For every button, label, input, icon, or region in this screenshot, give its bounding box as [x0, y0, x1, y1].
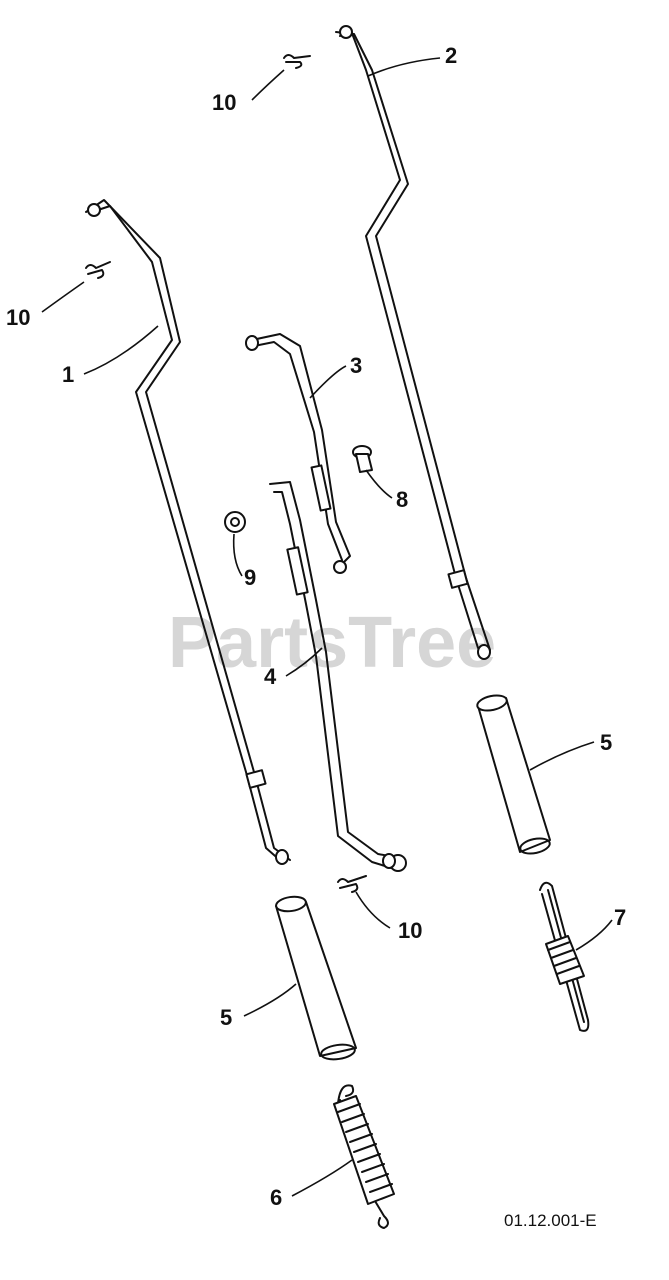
leader-1	[83, 325, 159, 375]
callout-7: 7	[614, 905, 626, 930]
leader-2	[367, 57, 441, 77]
leader-5b	[243, 983, 297, 1017]
leader-5a	[529, 741, 595, 771]
callout-5a: 5	[600, 730, 612, 755]
leader-6	[291, 1159, 353, 1197]
clip-part-10c[interactable]	[337, 875, 367, 893]
clip-part-10b[interactable]	[85, 261, 111, 279]
callout-5b: 5	[220, 1005, 232, 1030]
spring-part-6[interactable]	[333, 1084, 395, 1229]
watermark: PartsTree	[168, 603, 496, 683]
rod-part-2[interactable]	[335, 25, 491, 660]
callout-9: 9	[244, 565, 256, 590]
sleeve-part-5a[interactable]	[476, 693, 551, 856]
leader-10b	[41, 281, 85, 313]
callout-10c: 10	[398, 918, 422, 943]
document-code: 01.12.001-E	[504, 1211, 597, 1230]
callout-3: 3	[350, 353, 362, 378]
pin-part-8[interactable]	[352, 445, 373, 473]
leader-10c	[355, 891, 391, 929]
leader-8	[365, 469, 393, 499]
sleeve-part-5b[interactable]	[275, 895, 357, 1061]
callout-1: 1	[62, 362, 74, 387]
leader-10a	[251, 69, 285, 101]
link-part-4[interactable]	[269, 481, 407, 872]
nut-part-9[interactable]	[224, 511, 246, 533]
link-part-3[interactable]	[245, 333, 351, 574]
callout-10b: 10	[6, 305, 30, 330]
clip-part-10a[interactable]	[283, 54, 311, 69]
callout-10a: 10	[212, 90, 236, 115]
rod-part-1[interactable]	[85, 199, 291, 865]
leader-9	[232, 533, 243, 577]
callout-8: 8	[396, 487, 408, 512]
leader-4	[285, 647, 323, 677]
leader-7	[575, 919, 613, 951]
callout-4: 4	[264, 664, 277, 689]
leader-3	[309, 365, 347, 399]
callout-2: 2	[445, 43, 457, 68]
callout-6: 6	[270, 1185, 282, 1210]
spring-part-7[interactable]	[539, 881, 590, 1032]
